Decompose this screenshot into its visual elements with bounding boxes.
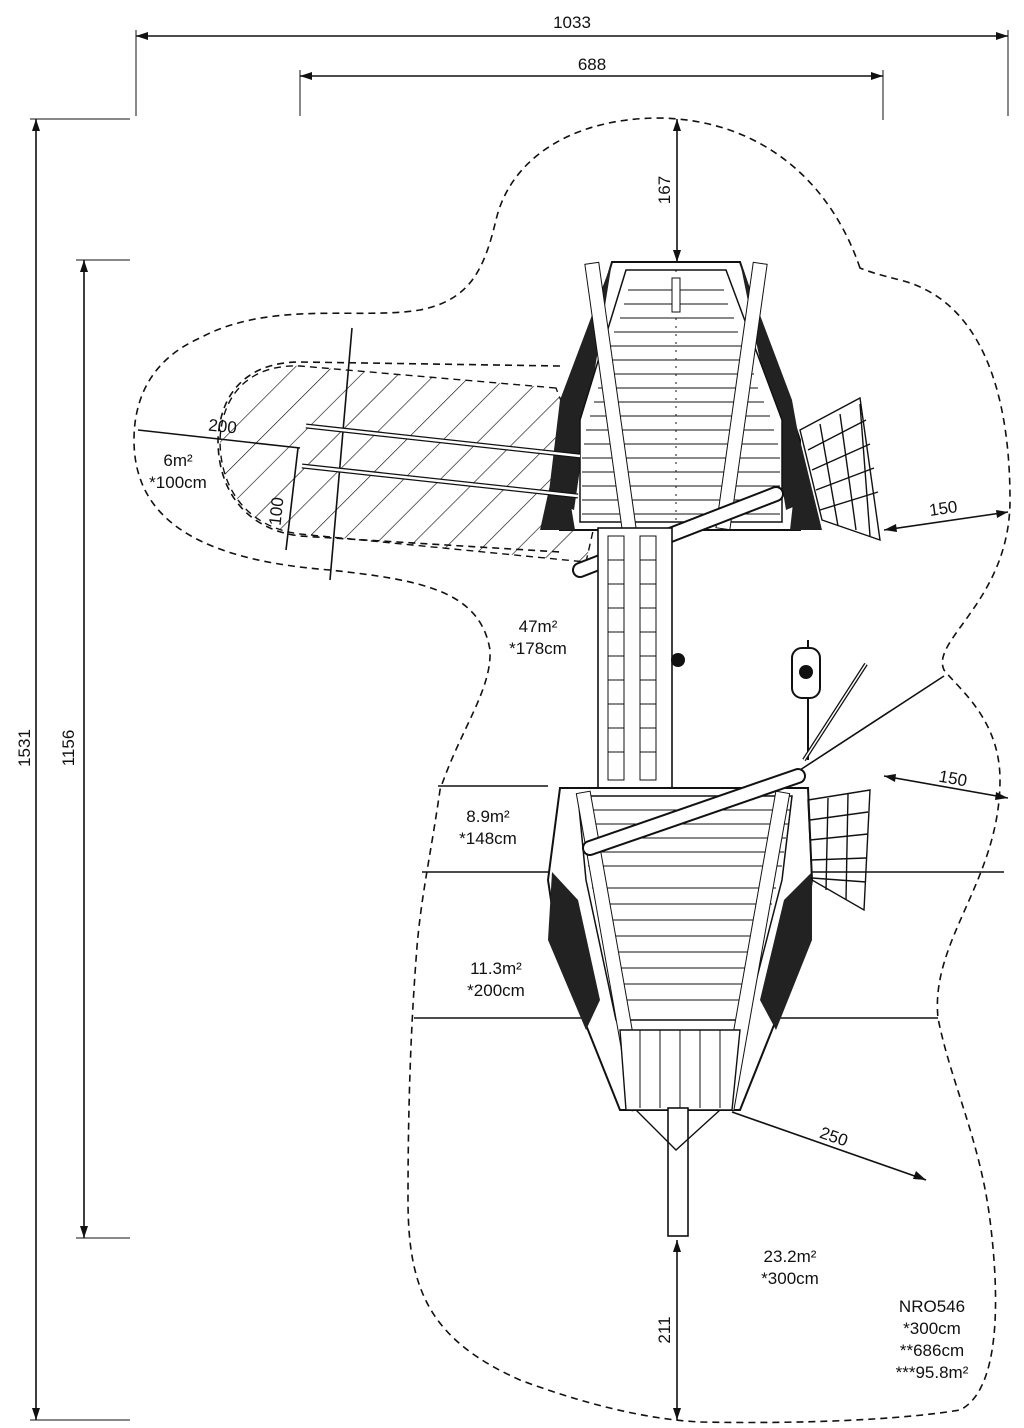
- zone-4-height: *200cm: [467, 981, 525, 1000]
- zone-3-height: *148cm: [459, 829, 517, 848]
- rear-clearance-label: 250: [817, 1123, 850, 1150]
- dimension-overall-width: 1033: [135, 13, 1009, 116]
- dimension-right-lower-clearance: 150: [883, 767, 1009, 800]
- zone-4-area: 11.3m²: [470, 959, 522, 978]
- upper-climbing-net: [799, 396, 881, 542]
- lower-oar-beam: [582, 768, 806, 856]
- connecting-bridge: [597, 527, 685, 789]
- top-clearance-label: 167: [655, 176, 674, 204]
- hanging-bell: [791, 640, 868, 762]
- upper-ship-deck: [540, 261, 822, 531]
- right-upper-clearance-label: 150: [928, 497, 959, 520]
- left-inner-zone-outline: [217, 361, 561, 553]
- dimension-inner-width: 688: [299, 55, 884, 120]
- product-safety-area: ***95.8m²: [896, 1363, 969, 1382]
- zone-2-height: *178cm: [509, 639, 567, 658]
- zone-divider-diagonal: [799, 675, 945, 771]
- right-lower-clearance-label: 150: [937, 767, 968, 791]
- dimension-overall-height: 1531: [15, 118, 130, 1421]
- zone-1-height: *100cm: [149, 473, 207, 492]
- dimension-bottom-clearance: 211: [655, 1240, 681, 1420]
- zone-5-area: 23.2m²: [764, 1247, 817, 1266]
- zone-5-height: *300cm: [761, 1269, 819, 1288]
- lower-ship-deck: [546, 787, 814, 1237]
- bottom-clearance-label: 211: [655, 1316, 674, 1343]
- dimension-top-clearance: 167: [655, 119, 681, 262]
- safety-zone-outline: [133, 117, 1011, 1424]
- inner-height-label: 1156: [59, 730, 78, 767]
- dimension-rear-clearance: 250: [731, 1111, 927, 1181]
- product-max-height: *300cm: [903, 1319, 961, 1338]
- overall-height-label: 1531: [15, 729, 34, 767]
- hatched-swing-zone: [219, 365, 601, 563]
- zone-2-area: 47m²: [519, 617, 558, 636]
- product-info: NRO546 *300cm **686cm ***95.8m²: [896, 1297, 969, 1382]
- lower-climbing-net: [807, 789, 871, 912]
- inner-width-label: 688: [578, 55, 606, 74]
- dimension-right-upper-clearance: 150: [883, 497, 1009, 532]
- zone-3-area: 8.9m²: [466, 807, 510, 826]
- product-fall-height: **686cm: [900, 1341, 964, 1360]
- overall-width-label: 1033: [553, 13, 591, 32]
- zone-1-area: 6m²: [163, 451, 193, 470]
- product-code: NRO546: [899, 1297, 965, 1316]
- dimension-inner-height: 1156: [59, 259, 130, 1239]
- balance-bars: [301, 423, 581, 499]
